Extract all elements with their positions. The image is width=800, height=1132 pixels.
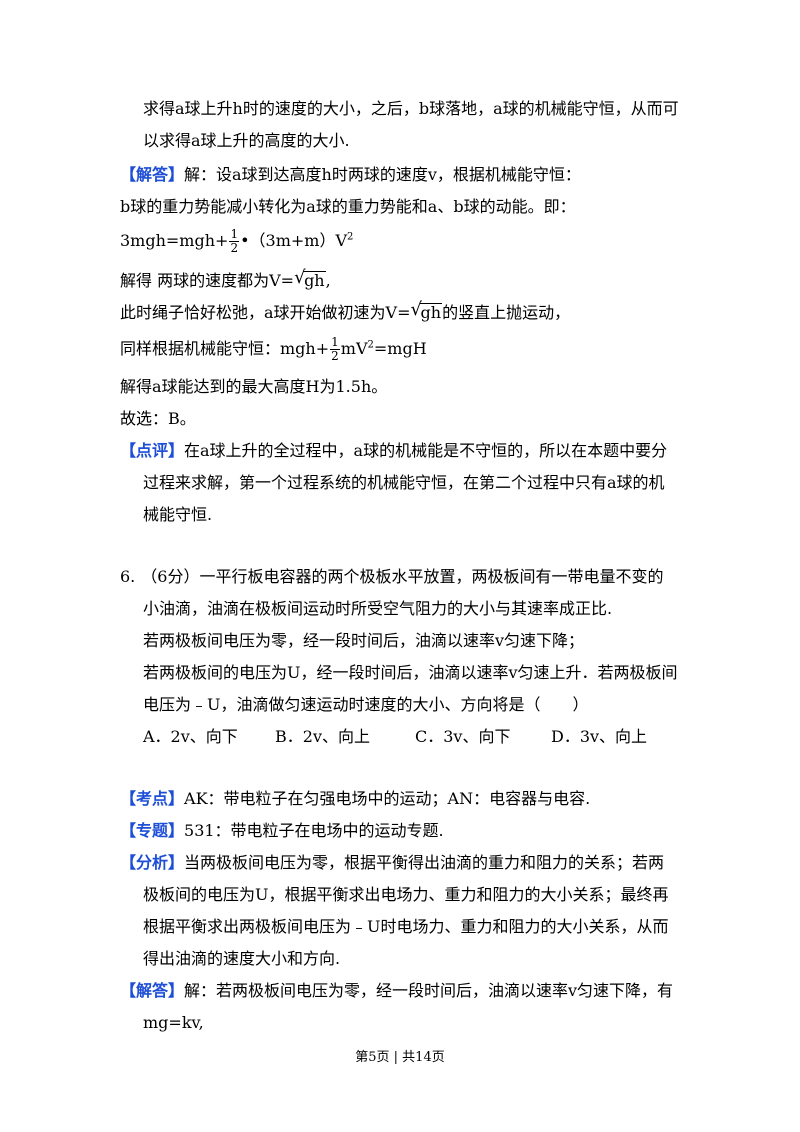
text-line: 故选：B。 [120,409,196,428]
text-line: 极板间的电压为U，根据平衡求出电场力、重力和阻力的大小关系；最终再 [143,885,669,904]
jieda-text: 解：若两极板间电压为零，经一段时间后，油滴以速率v匀速下降，有 [184,981,674,1000]
question-6: 6. （6分）一平行板电容器的两个极板水平放置，两极板间有一带电量不变的 [120,566,663,588]
superscript: 2 [347,231,354,243]
fraction-denominator: 2 [230,241,239,255]
equation-part: 3mgh=mgh+ [120,231,229,250]
option-b[interactable]: B．2v、向上 [275,727,370,746]
answer-text: 解：设a球到达高度h时两球的速度v，根据机械能守恒： [184,165,581,184]
kaodian-block: 【考点】AK：带电粒子在匀强电场中的运动；AN：电容器与电容. [120,788,590,810]
option-c[interactable]: C．3v、向下 [415,727,511,746]
text-line: 求得a球上升h时的速度的大小，之后，b球落地，a球的机械能守恒，从而可 [143,99,679,118]
radicand: gh [303,271,326,290]
sqrt: √gh [410,299,443,322]
fenxi-block: 【分析】当两极板间电压为零，根据平衡得出油滴的重力和阻力的关系；若两 [120,852,664,874]
text-part: 解得 两球的速度都为V= [120,271,295,290]
text-part: , [325,271,331,290]
option-d[interactable]: D．3v、向上 [551,727,648,746]
jieda-block: 【解答】解：若两极板间电压为零，经一段时间后，油滴以速率v匀速下降，有 [120,980,673,1002]
option-a[interactable]: A．2v、向下 [143,727,238,746]
fraction-numerator: 1 [229,227,240,242]
kaodian-text: AK：带电粒子在匀强电场中的运动；AN：电容器与电容. [184,789,591,808]
comment-tag: 【点评】 [120,441,185,460]
fraction-denominator: 2 [331,349,339,363]
comment-block: 【点评】在a球上升的全过程中，a球的机械能是不守恒的，所以在本题中要分 [120,440,667,462]
question-number: 6. [120,567,136,586]
answer-block: 【解答】解：设a球到达高度h时两球的速度v，根据机械能守恒： [120,164,581,186]
text-line: 械能守恒. [143,505,213,524]
zhuanti-block: 【专题】531：带电粒子在电场中的运动专题. [120,820,444,842]
rope-slack: 此时绳子恰好松弛，a球开始做初速为V=√gh的竖直上抛运动， [120,299,571,324]
text-part: 此时绳子恰好松弛，a球开始做初速为V= [120,303,411,322]
text-line: mg=kv, [143,1013,204,1032]
solve-velocity: 解得 两球的速度都为V=√gh, [120,267,331,292]
text-part: mV [340,339,368,358]
radicand: gh [419,303,443,322]
fraction-numerator: 1 [330,335,340,350]
text-line: 过程来求解，第一个过程系统的机械能守恒，在第二个过程中只有a球的机 [143,473,665,492]
text-part: 的竖直上抛运动， [442,303,571,322]
sqrt: √gh [294,267,326,290]
zhuanti-text: 531：带电粒子在电场中的运动专题. [184,821,444,840]
equation-part: •（3m+m）V [240,231,348,250]
text-line: 小油滴，油滴在极板间运动时所受空气阻力的大小与其速率成正比. [143,599,613,618]
superscript: 2 [367,339,374,351]
text-part: =mgH [373,339,427,358]
page-footer: 第5页 | 共14页 [355,1050,445,1065]
text-line: 若两极板间的电压为U，经一段时间后，油滴以速率v匀速上升．若两极板间 [143,663,678,682]
comment-text: 在a球上升的全过程中，a球的机械能是不守恒的，所以在本题中要分 [184,441,668,460]
question-text: （6分）一平行板电容器的两个极板水平放置，两极板间有一带电量不变的 [141,567,664,586]
text-line: 电压为﹣U，油滴做匀速运动时速度的大小、方向将是（ ） [143,695,589,714]
text-line: 若两极板间电压为零，经一段时间后，油滴以速率v匀速下降； [143,631,585,650]
text-line: 解得a球能达到的最大高度H为1.5h。 [120,377,388,396]
answer-options: A．2v、向下 B．2v、向上 C．3v、向下 D．3v、向上 [143,726,647,748]
text-line: 以求得a球上升的高度的大小. [143,131,350,150]
jieda-tag: 【解答】 [120,981,185,1000]
text-line: 根据平衡求出两极板间电压为﹣U时电场力、重力和阻力的大小关系，从而 [143,917,669,936]
fenxi-text: 当两极板间电压为零，根据平衡得出油滴的重力和阻力的关系；若两 [184,853,665,872]
text-part: 同样根据机械能守恒：mgh+ [120,339,330,358]
answer-tag: 【解答】 [120,165,185,184]
kaodian-tag: 【考点】 [120,789,185,808]
fenxi-tag: 【分析】 [120,853,185,872]
zhuanti-tag: 【专题】 [120,821,185,840]
text-line: 得出油滴的速度大小和方向. [143,949,341,968]
text-line: b球的重力势能减小转化为a球的重力势能和a、b球的动能。即： [120,197,576,216]
